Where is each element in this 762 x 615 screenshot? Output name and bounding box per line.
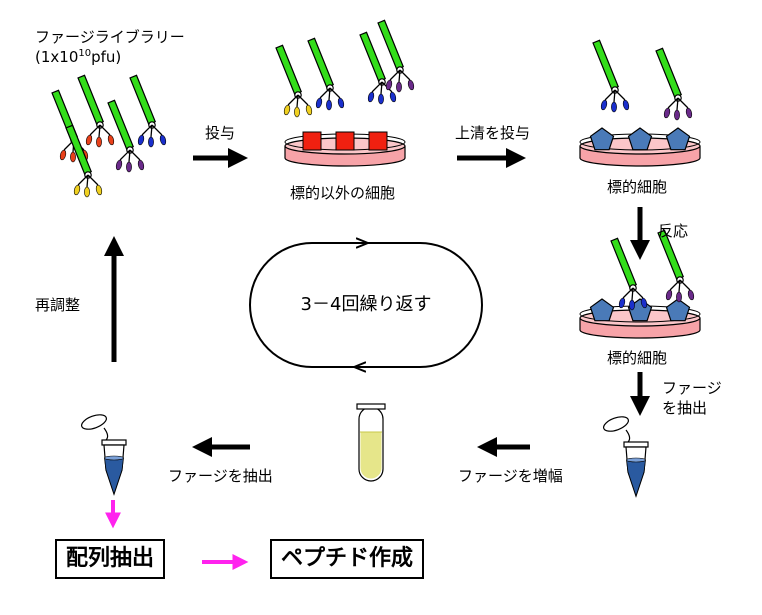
phage-group-target-icon bbox=[592, 39, 694, 121]
phage-group-bound-icon bbox=[610, 229, 696, 311]
peptide-synthesis-box: ペプチド作成 bbox=[270, 539, 425, 580]
label-dose: 投与 bbox=[205, 124, 236, 142]
phage-library-title: ファージライブラリー bbox=[35, 28, 185, 46]
label-target-cells-top: 標的細胞 bbox=[607, 178, 668, 196]
label-amplify-phage: ファージを増幅 bbox=[458, 467, 563, 485]
label-non-target-cells: 標的以外の細胞 bbox=[290, 184, 396, 202]
culture-dish-target-mid-icon bbox=[579, 298, 701, 339]
label-extract-phage-line1: ファージ bbox=[662, 379, 722, 397]
titer-exponent: 10 bbox=[78, 48, 92, 59]
eppendorf-tube-right-icon bbox=[601, 413, 649, 497]
label-extract-phage-bottom: ファージを抽出 bbox=[168, 467, 273, 485]
test-tube-icon bbox=[356, 403, 386, 482]
titer-suffix: pfu) bbox=[91, 48, 122, 66]
label-reaction: 反応 bbox=[658, 222, 689, 240]
titer-prefix: (1x10 bbox=[35, 48, 79, 66]
phage-library-icon bbox=[51, 74, 168, 198]
label-extract-phage-line2: を抽出 bbox=[662, 399, 708, 417]
cycle-label: 3－4回繰り返す bbox=[300, 294, 432, 315]
eppendorf-tube-left-icon bbox=[79, 411, 127, 495]
sequence-extraction-box: 配列抽出 bbox=[55, 539, 166, 580]
culture-dish-target-top-icon bbox=[579, 127, 701, 167]
phage-library-titer: (1x1010pfu) bbox=[35, 48, 121, 66]
label-reconstruct: 再調整 bbox=[35, 296, 81, 314]
phage-group-unbound-icon bbox=[275, 19, 416, 118]
cycle-loop: 3－4回繰り返す bbox=[249, 242, 483, 368]
label-target-cells-mid: 標的細胞 bbox=[607, 349, 668, 367]
label-dose-supernatant: 上清を投与 bbox=[455, 124, 531, 142]
culture-dish-non-target-icon bbox=[284, 131, 406, 167]
